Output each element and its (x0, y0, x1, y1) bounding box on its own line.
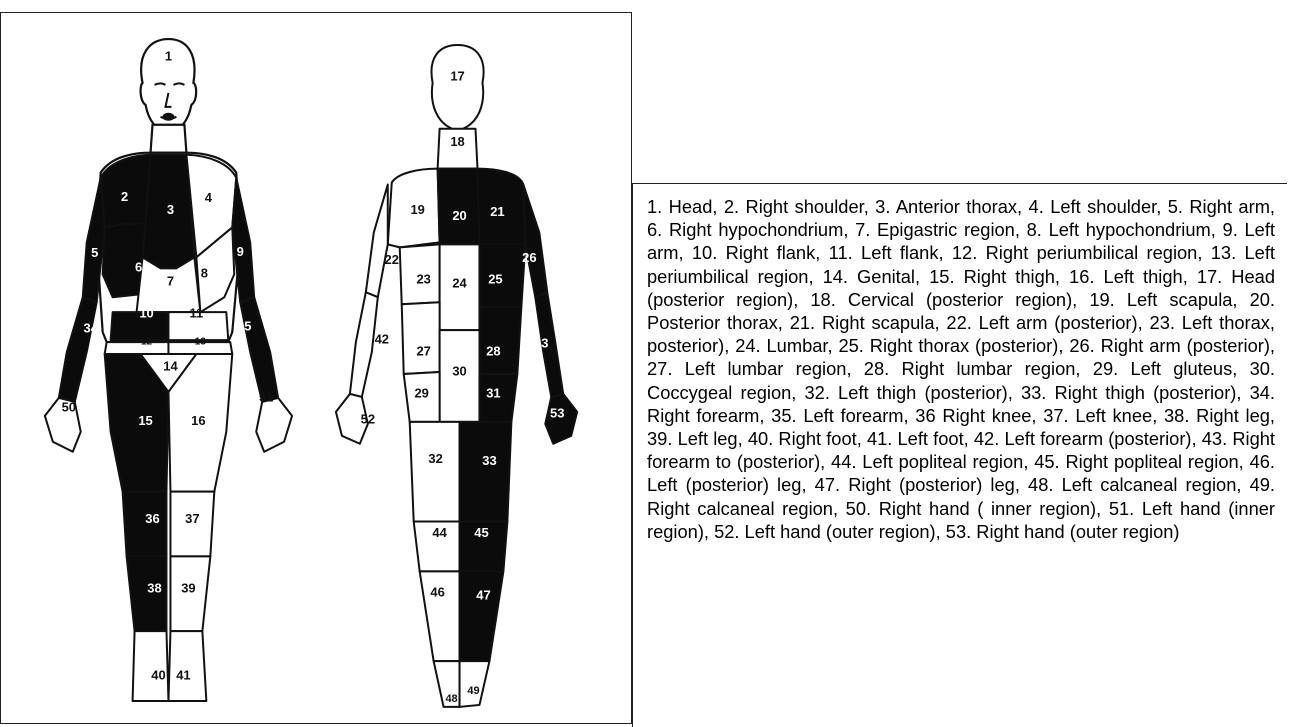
label-53: 53 (550, 405, 564, 420)
label-16: 16 (191, 413, 205, 428)
label-38: 38 (147, 581, 161, 596)
label-42: 42 (375, 332, 389, 347)
label-32: 32 (428, 451, 442, 466)
label-22: 22 (385, 252, 399, 267)
label-6: 6 (135, 260, 142, 275)
label-9: 9 (237, 244, 244, 259)
label-29: 29 (414, 385, 428, 400)
label-2: 2 (121, 189, 128, 204)
label-24: 24 (452, 276, 467, 291)
label-51: 51 (259, 389, 273, 404)
label-34: 34 (84, 321, 99, 336)
label-41: 41 (176, 667, 190, 682)
label-47: 47 (476, 588, 490, 603)
label-30: 30 (452, 363, 466, 378)
body-map-figure: 1 2 3 4 5 6 7 8 9 10 11 12 13 14 15 16 3… (0, 12, 632, 724)
legend-text: 1. Head, 2. Right shoulder, 3. Anterior … (647, 195, 1275, 543)
label-50: 50 (62, 399, 76, 414)
label-28: 28 (486, 343, 500, 358)
label-31: 31 (486, 385, 500, 400)
label-21: 21 (490, 204, 504, 219)
label-33: 33 (482, 453, 496, 468)
label-5: 5 (91, 245, 98, 260)
label-13: 13 (195, 337, 207, 348)
label-43: 43 (534, 335, 548, 350)
label-20: 20 (452, 208, 466, 223)
legend-box: 1. Head, 2. Right shoulder, 3. Anterior … (632, 183, 1287, 727)
body-map-svg: 1 2 3 4 5 6 7 8 9 10 11 12 13 14 15 16 3… (1, 13, 631, 723)
back-body: 17 18 19 20 21 22 23 24 25 26 27 28 29 3… (336, 45, 577, 707)
label-37: 37 (185, 511, 199, 526)
label-12: 12 (141, 337, 153, 348)
label-19: 19 (410, 202, 424, 217)
label-10: 10 (139, 306, 153, 321)
label-52: 52 (361, 411, 375, 426)
label-23: 23 (416, 272, 430, 287)
label-44: 44 (432, 525, 447, 540)
label-49: 49 (467, 685, 479, 697)
label-7: 7 (167, 274, 174, 289)
label-3: 3 (167, 202, 174, 217)
label-39: 39 (181, 581, 195, 596)
label-36: 36 (145, 511, 159, 526)
label-45: 45 (474, 525, 488, 540)
label-11: 11 (190, 306, 204, 321)
back-head (431, 45, 483, 131)
label-14: 14 (163, 358, 178, 373)
front-body: 1 2 3 4 5 6 7 8 9 10 11 12 13 14 15 16 3… (45, 39, 292, 701)
label-25: 25 (488, 272, 502, 287)
label-26: 26 (522, 250, 536, 265)
label-46: 46 (430, 585, 444, 600)
label-17: 17 (450, 68, 464, 83)
label-48: 48 (445, 693, 457, 705)
label-8: 8 (201, 266, 208, 281)
label-4: 4 (205, 190, 213, 205)
label-27: 27 (416, 343, 430, 358)
label-18: 18 (450, 134, 464, 149)
label-1: 1 (165, 48, 172, 63)
label-40: 40 (151, 667, 165, 682)
label-15: 15 (138, 413, 152, 428)
label-35: 35 (237, 319, 251, 334)
